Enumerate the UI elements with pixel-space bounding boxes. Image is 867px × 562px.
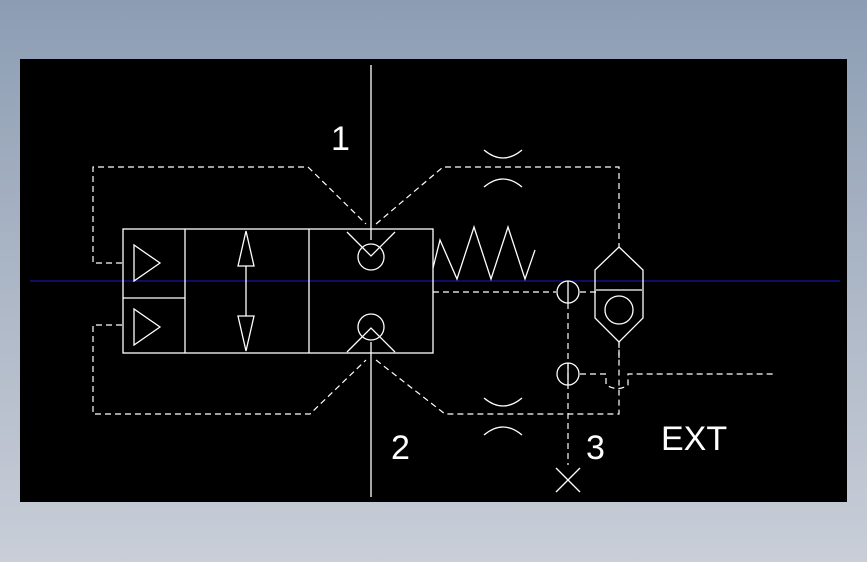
port-2-label: 2 (391, 429, 410, 467)
pilot-line-top-right (375, 166, 620, 247)
check-valve-icon (346, 231, 396, 271)
port-3-label: 3 (586, 429, 605, 467)
plug-x-icon (555, 467, 581, 493)
check-valve-icon (346, 313, 396, 353)
pilot-arrow-icon (133, 243, 162, 283)
restrictor-icon (483, 397, 523, 436)
shuttle-valve-icon (594, 246, 644, 343)
pilot-arrow-icon (133, 307, 162, 347)
port-1-label: 1 (331, 120, 350, 158)
pilot-line-bottom (92, 324, 367, 415)
ext-line (580, 373, 775, 390)
ext-label: EXT (661, 420, 727, 458)
valve-body (122, 228, 434, 354)
pilot-line-top (92, 166, 367, 264)
pilot-line-bottom-right (375, 342, 620, 415)
restrictor-icon (483, 149, 523, 188)
spring-icon (432, 224, 536, 282)
junction-node (556, 280, 580, 304)
double-arrow-icon (237, 230, 255, 352)
